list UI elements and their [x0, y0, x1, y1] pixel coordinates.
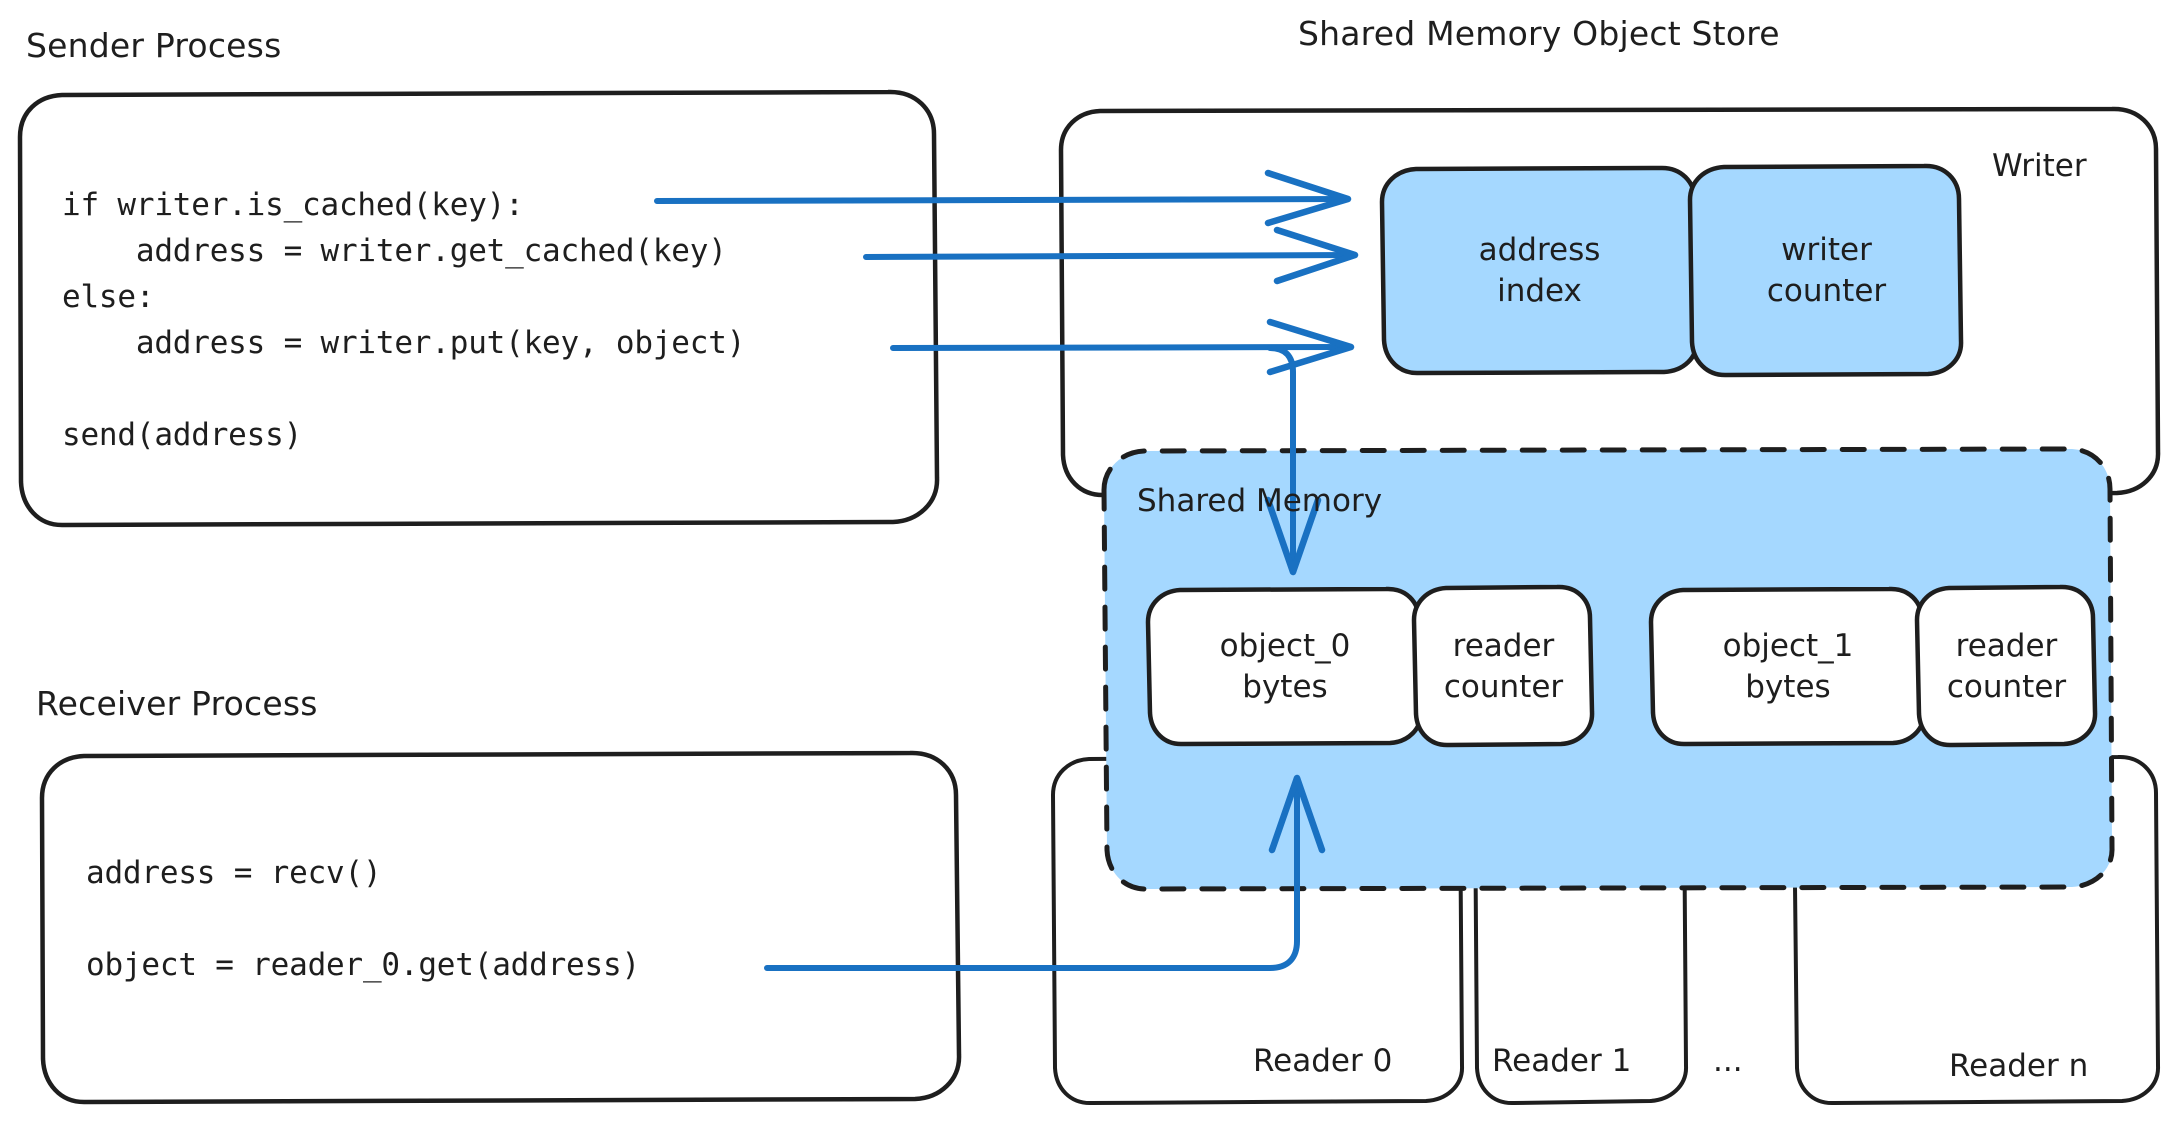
writer-counter-box: [1687, 163, 1964, 378]
sender-process-title: Sender Process: [26, 26, 282, 65]
receiver-process-title: Receiver Process: [36, 684, 318, 723]
reader-counter-0-label: reader counter: [1443, 627, 1564, 705]
receiver-process-box: [39, 750, 962, 1105]
writer-counter-label: writer counter: [1766, 232, 1887, 309]
reader-n-label: Reader n: [1949, 1048, 2089, 1084]
sender-process-box: [17, 89, 940, 528]
reader-counter-1-label: reader counter: [1946, 627, 2067, 705]
object-0-label: object_0 bytes: [1219, 628, 1351, 705]
arrow-get-cached: [863, 226, 1359, 285]
reader-counter-1-box: [1914, 584, 2098, 748]
readers-ellipsis: ...: [1713, 1043, 1743, 1079]
object-1-label: object_1 bytes: [1722, 628, 1854, 705]
reader-0-label: Reader 0: [1253, 1043, 1393, 1079]
receiver-code: address = recv() object = reader_0.get(a…: [86, 855, 640, 983]
arrow-put: [890, 318, 1355, 576]
arrow-is-cached: [654, 169, 1352, 227]
shared-memory-label: Shared Memory: [1137, 483, 1383, 519]
reader-0-box: [1051, 754, 1465, 1106]
store-title: Shared Memory Object Store: [1298, 14, 1780, 53]
writer-label: Writer: [1992, 148, 2087, 184]
sender-code: if writer.is_cached(key): address = writ…: [62, 187, 746, 453]
reader-counter-0-box: [1411, 584, 1595, 748]
arrow-reader-get: [764, 774, 1326, 971]
shared-memory-region: [1101, 446, 2115, 892]
reader-1-label: Reader 1: [1492, 1043, 1632, 1079]
address-index-label: address index: [1478, 232, 1601, 309]
writer-box: [1058, 106, 2161, 498]
